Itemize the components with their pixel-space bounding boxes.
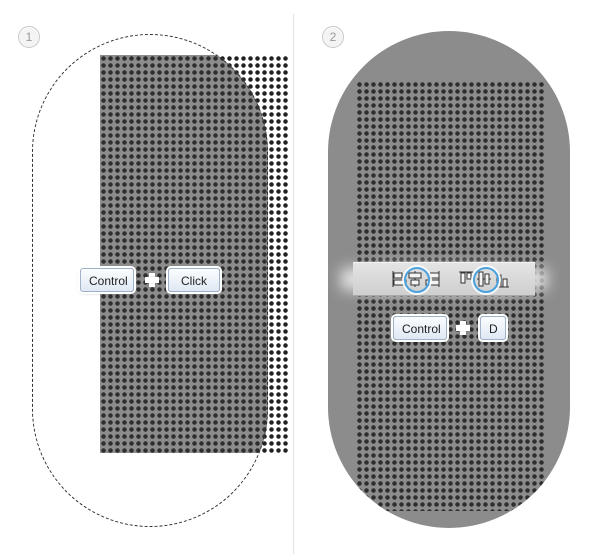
highlight-ring — [404, 267, 430, 293]
dot-pattern-inside-pill — [356, 81, 544, 511]
highlight-ring — [473, 267, 499, 293]
step-number-badge: 1 — [18, 26, 40, 48]
align-bottom-edges-icon[interactable] — [495, 274, 509, 288]
dot-pattern-inside-pill — [100, 55, 268, 453]
d-key: D — [480, 316, 506, 340]
step-number-badge: 2 — [322, 26, 344, 48]
control-key: Control — [393, 316, 447, 340]
rounded-pill-shape — [32, 34, 268, 527]
click-key: Click — [168, 268, 220, 292]
plus-icon — [145, 273, 159, 287]
plus-icon — [456, 321, 470, 335]
align-toolbar — [353, 262, 535, 296]
align-top-edges-icon[interactable] — [459, 271, 473, 284]
align-right-edges-icon[interactable] — [425, 271, 440, 287]
control-key: Control — [80, 268, 134, 292]
